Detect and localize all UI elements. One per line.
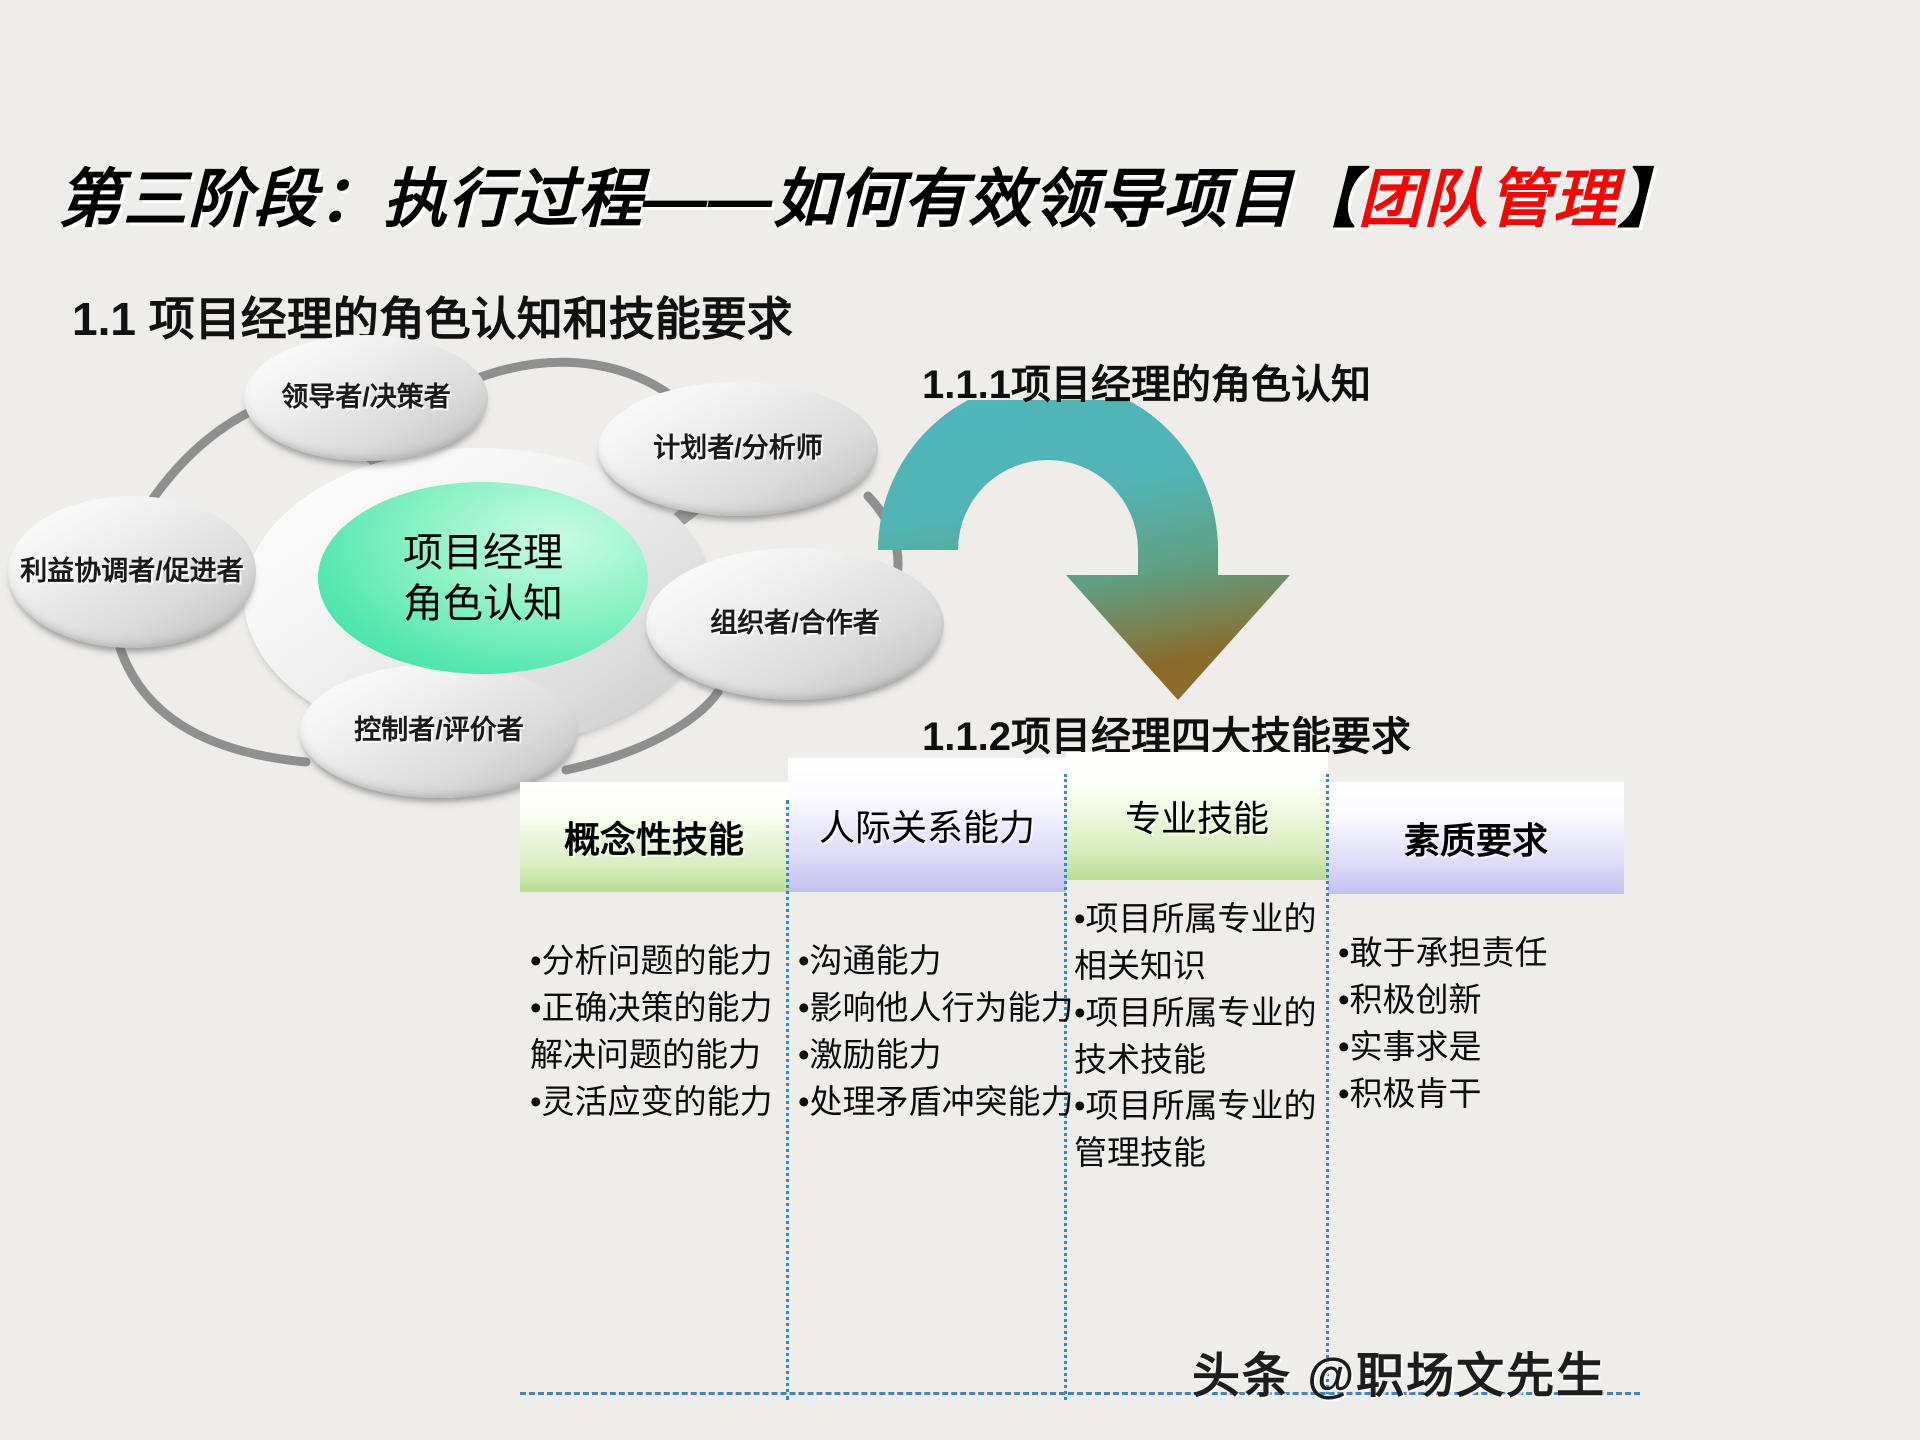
list-item: •项目所属专业的相关知识 bbox=[1074, 900, 1317, 984]
diagram-node-controller[interactable]: 控制者/评价者 bbox=[300, 664, 578, 798]
list-item: •积极肯干 bbox=[1338, 1074, 1482, 1112]
diagram-node-planner[interactable]: 计划者/分析师 bbox=[598, 382, 878, 516]
list-item: •沟通能力 bbox=[798, 942, 942, 979]
table-bottom-divider bbox=[520, 1392, 1640, 1395]
list-item: •灵活应变的能力 bbox=[530, 1082, 773, 1120]
skill-items-interpersonal: •沟通能力 •影响他人行为能力 •激励能力 •处理矛盾冲突能力 bbox=[798, 938, 1074, 1125]
diagram-node-leader[interactable]: 领导者/决策者 bbox=[244, 335, 488, 461]
list-item: •实事求是 bbox=[1338, 1027, 1482, 1065]
list-item: •处理矛盾冲突能力 bbox=[798, 1082, 1074, 1120]
diagram-node-controller-label: 控制者/评价者 bbox=[354, 715, 524, 746]
skill-header-label-2: 专业技能 bbox=[1124, 799, 1269, 839]
list-item: •激励能力 bbox=[798, 1035, 942, 1073]
skill-column-header-conceptual: 概念性技能 bbox=[520, 782, 788, 892]
four-skills-table: 概念性技能 人际关系能力 专业技能 素质要求 •分析问题的能力 •正确决策的能力… bbox=[520, 752, 1920, 1400]
skill-column-header-professional: 专业技能 bbox=[1066, 752, 1328, 880]
diagram-center-line1: 项目经理 bbox=[403, 529, 563, 575]
curved-down-arrow-icon bbox=[860, 380, 1500, 720]
title-text-black-1: 第三阶段：执行过程——如何有效领导项目【 bbox=[58, 163, 1358, 235]
watermark: 头条 @职场文先生 bbox=[1192, 1350, 1607, 1403]
skill-column-header-quality: 素质要求 bbox=[1328, 782, 1624, 894]
list-item: •项目所属专业的管理技能 bbox=[1074, 1087, 1317, 1172]
diagram-node-planner-label: 计划者/分析师 bbox=[653, 433, 823, 464]
title-text-black-2: 】 bbox=[1618, 163, 1683, 235]
skill-header-label-1: 人际关系能力 bbox=[818, 808, 1035, 848]
list-item: •积极创新 bbox=[1338, 980, 1482, 1018]
diagram-node-coordinator-label: 利益协调者/促进者 bbox=[20, 556, 244, 587]
role-cognition-diagram: 利益协调者/促进者 领导者/决策者 计划者/分析师 组织者/合作者 控制者/评价… bbox=[0, 300, 1000, 820]
diagram-center-node[interactable]: 项目经理 角色认知 bbox=[318, 482, 648, 674]
column-divider-3 bbox=[1326, 774, 1329, 1400]
title-text-red: 团队管理 bbox=[1358, 163, 1618, 235]
list-item: 解决问题的能力 bbox=[530, 1035, 761, 1073]
list-item: •分析问题的能力 bbox=[530, 942, 773, 979]
skill-items-professional: •项目所属专业的相关知识 •项目所属专业的技术技能 •项目所属专业的管理技能 bbox=[1074, 896, 1322, 1177]
diagram-node-organizer[interactable]: 组织者/合作者 bbox=[646, 548, 944, 700]
skill-header-label-3: 素质要求 bbox=[1403, 820, 1548, 861]
list-item: •正确决策的能力 bbox=[530, 988, 773, 1026]
skill-column-header-interpersonal: 人际关系能力 bbox=[788, 758, 1066, 892]
page-title: 第三阶段：执行过程——如何有效领导项目【团队管理】 bbox=[58, 148, 1683, 240]
skill-items-quality: •敢于承担责任 •积极创新 •实事求是 •积极肯干 bbox=[1338, 930, 1628, 1117]
diagram-node-organizer-label: 组织者/合作者 bbox=[710, 608, 880, 639]
list-item: •敢于承担责任 bbox=[1338, 934, 1548, 971]
heading-1-1-1: 1.1.1项目经理的角色认知 bbox=[922, 363, 1371, 407]
skill-header-label-0: 概念性技能 bbox=[563, 819, 744, 860]
column-divider-1 bbox=[786, 800, 789, 1400]
section-subtitle: 1.1 项目经理的角色认知和技能要求 bbox=[72, 293, 793, 345]
column-divider-2 bbox=[1064, 774, 1067, 1400]
diagram-center-line2: 角色认知 bbox=[403, 581, 563, 626]
diagram-node-coordinator[interactable]: 利益协调者/促进者 bbox=[8, 496, 256, 648]
list-item: •影响他人行为能力 bbox=[798, 988, 1074, 1026]
list-item: •项目所属专业的技术技能 bbox=[1074, 993, 1317, 1078]
heading-1-1-2: 1.1.2项目经理四大技能要求 bbox=[922, 715, 1411, 759]
skill-items-conceptual: •分析问题的能力 •正确决策的能力 解决问题的能力 •灵活应变的能力 bbox=[530, 938, 780, 1125]
diagram-node-leader-label: 领导者/决策者 bbox=[281, 382, 451, 413]
